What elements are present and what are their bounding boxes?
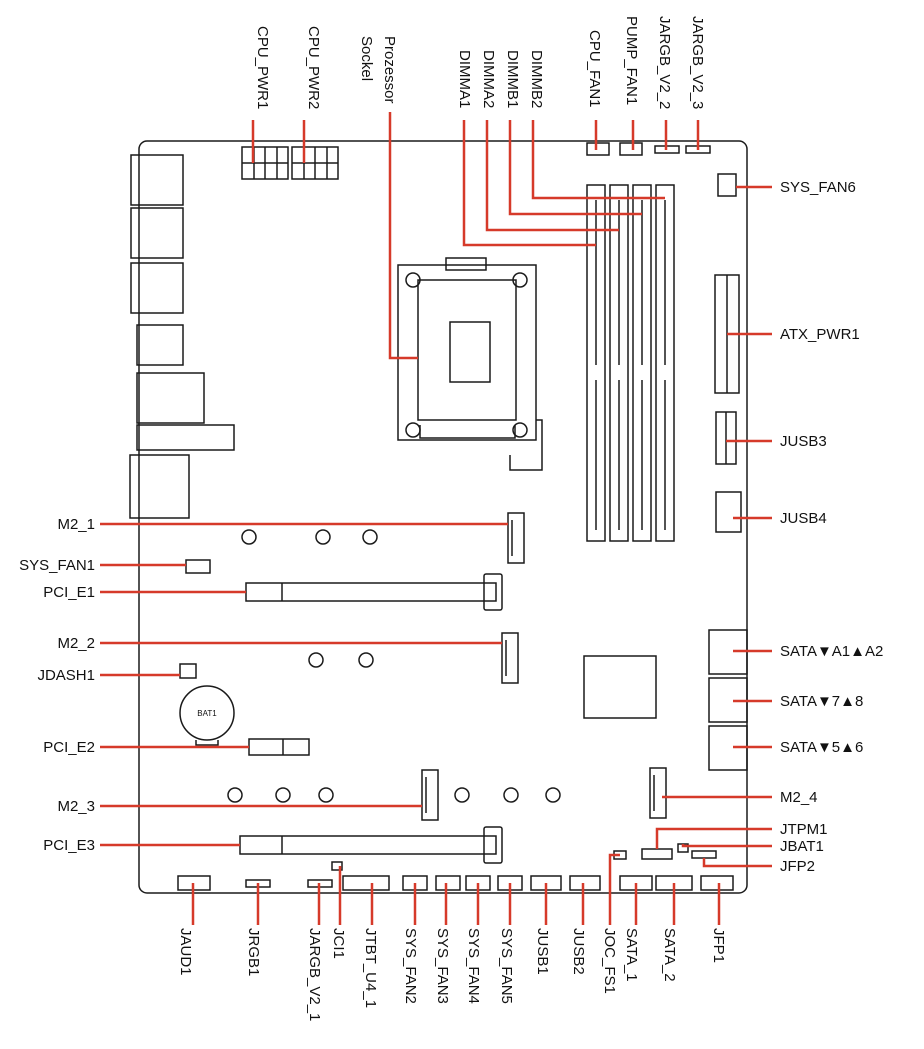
label-jusb4: JUSB4: [780, 510, 827, 527]
label-cpu-pwr2: CPU_PWR2: [305, 26, 322, 109]
callout-dimmb2: [531, 120, 665, 200]
label-sys-fan1: SYS_FAN1: [19, 557, 95, 574]
callout-jbat1: [681, 844, 772, 848]
m2-4-slot: [649, 767, 667, 819]
label-sata-a1-a2: SATA▼A1▲A2: [780, 643, 883, 660]
label-jusb1: JUSB1: [534, 928, 551, 975]
callout-dimma2: [485, 120, 619, 232]
label-sata-5-6: SATA▼5▲6: [780, 739, 863, 756]
label-jdash1: JDASH1: [37, 667, 95, 684]
label-dimma2: DIMMA2: [480, 50, 497, 108]
m2-2-slot: [501, 632, 519, 684]
m2-standoffs: [227, 529, 561, 803]
jusb3-connector: [715, 411, 737, 465]
jfp2-header: [691, 850, 717, 859]
label-dimmb2: DIMMB2: [528, 50, 545, 108]
m2-3-slot: [421, 769, 439, 821]
battery-bat1: [179, 685, 235, 746]
pci-e1-slot: [245, 573, 503, 611]
callout-prozessor-sockel: [388, 112, 418, 360]
cpu-fan1-header: [586, 142, 610, 156]
callout-lines: [100, 112, 772, 925]
label-pci-e2: PCI_E2: [43, 739, 95, 756]
label-jargb-v2-2: JARGB_V2_2: [656, 16, 673, 109]
label-sys-fan3: SYS_FAN3: [434, 928, 451, 1004]
callout-joc-fs1: [608, 853, 620, 925]
label-m2-3: M2_3: [57, 798, 95, 815]
label-sys-fan2: SYS_FAN2: [402, 928, 419, 1004]
label-pump-fan1: PUMP_FAN1: [623, 16, 640, 105]
label-cpu-fan1: CPU_FAN1: [586, 30, 603, 108]
jusb2-header: [569, 875, 601, 891]
callout-dimma1: [462, 120, 596, 247]
cpu-pwr2-connector: [291, 146, 339, 180]
label-jargb-v2-1: JARGB_V2_1: [306, 928, 323, 1021]
label-dimmb1: DIMMB1: [504, 50, 521, 108]
pci-e2-slot: [248, 738, 310, 756]
sys-fan6-header: [717, 173, 737, 197]
label-jfp2: JFP2: [780, 858, 815, 875]
label-pci-e3: PCI_E3: [43, 837, 95, 854]
label-sata-2: SATA_2: [661, 928, 678, 982]
label-joc-fs1: JOC_FS1: [601, 928, 618, 994]
cpu-socket: [397, 257, 543, 471]
label-m2-4: M2_4: [780, 789, 818, 806]
label-sata-7-8: SATA▼7▲8: [780, 693, 863, 710]
label-pci-e1: PCI_E1: [43, 584, 95, 601]
chipset: [583, 655, 657, 719]
label-sys-fan6: SYS_FAN6: [780, 179, 856, 196]
sys-fan3-header: [435, 875, 461, 891]
label-sockel: Sockel: [358, 36, 375, 81]
dimm-slots: [586, 184, 675, 542]
cpu-pwr1-connector: [241, 146, 289, 180]
label-cpu-pwr1: CPU_PWR1: [254, 26, 271, 109]
label-jtbt-u4-1: JTBT_U4_1: [362, 928, 379, 1008]
rear-io: [129, 154, 235, 519]
jfp1-header: [700, 875, 734, 891]
label-m2-2: M2_2: [57, 635, 95, 652]
label-sys-fan5: SYS_FAN5: [498, 928, 515, 1004]
sys-fan1-header: [185, 559, 211, 574]
label-jusb3: JUSB3: [780, 433, 827, 450]
jtpm1-header: [641, 848, 673, 860]
jusb4-connector: [715, 491, 742, 533]
m2-1-slot: [507, 512, 525, 564]
label-jargb-v2-3: JARGB_V2_3: [689, 16, 706, 109]
pump-fan1-header: [619, 142, 643, 156]
label-jtpm1: JTPM1: [780, 821, 828, 838]
label-atx-pwr1: ATX_PWR1: [780, 326, 860, 343]
callout-dimmb1: [508, 120, 642, 216]
callout-jfp2: [702, 858, 772, 868]
label-sys-fan4: SYS_FAN4: [465, 928, 482, 1004]
callout-jtpm1: [655, 827, 772, 849]
label-jusb2: JUSB2: [570, 928, 587, 975]
label-jfp1: JFP1: [710, 928, 727, 963]
jci1-header: [331, 861, 343, 871]
jtbt-u4-1-header: [342, 875, 390, 891]
label-dimma1: DIMMA1: [456, 50, 473, 108]
label-jaud1: JAUD1: [177, 928, 194, 976]
pci-e3-slot: [239, 826, 503, 864]
label-m2-1: M2_1: [57, 516, 95, 533]
label-prozessor: Prozessor: [381, 36, 398, 104]
label-jrgb1: JRGB1: [245, 928, 262, 976]
jdash1-header: [179, 663, 197, 679]
battery-label: BAT1: [197, 709, 217, 718]
label-jci1: JCI1: [330, 928, 347, 959]
label-jbat1: JBAT1: [780, 838, 824, 855]
label-sata-1: SATA_1: [623, 928, 640, 982]
